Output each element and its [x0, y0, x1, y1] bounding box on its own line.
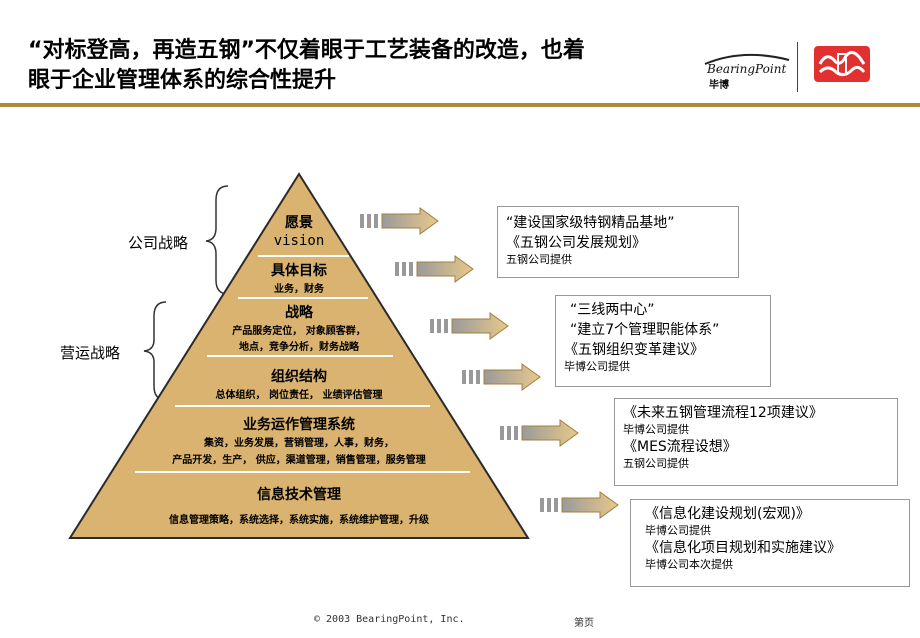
- box4-line1: 《信息化建设规划(宏观)》: [645, 506, 810, 522]
- footer-page: 第页: [574, 618, 594, 629]
- arrow-icon-6: [540, 491, 619, 519]
- box1-source: 五钢公司提供: [506, 253, 572, 266]
- pyramid-vision-title: 愿景: [285, 215, 313, 231]
- pyramid-strategy-title: 战略: [285, 305, 313, 321]
- box4-source1: 毕博公司提供: [645, 524, 711, 537]
- wugang-logo-icon: [814, 46, 870, 82]
- pyramid-strategy-sub-2: 地点，竞争分析，财务战略: [239, 342, 359, 353]
- box3-source2: 五钢公司提供: [623, 457, 689, 470]
- box1-line2: 《五钢公司发展规划》: [506, 235, 646, 251]
- pyramid-strategy-sub-1: 产品服务定位， 对象顾客群，: [232, 326, 366, 337]
- pyramid-goals-title: 具体目标: [271, 263, 327, 279]
- operations-strategy-brace: [143, 301, 167, 401]
- box2-source: 毕博公司提供: [564, 360, 630, 373]
- bearingpoint-logo: BearingPoint 毕博: [703, 52, 793, 92]
- arrow-icon-5: [500, 419, 579, 447]
- box3-line1: 《未来五钢管理流程12项建议》: [623, 405, 823, 421]
- pyramid-ops-sub-2: 产品开发，生产， 供应，渠道管理，销售管理，服务管理: [172, 455, 426, 466]
- callout-box-4: 《信息化建设规划(宏观)》 毕博公司提供 《信息化项目规划和实施建议》 毕博公司…: [630, 499, 910, 587]
- title-line-2: 眼于企业管理体系的综合性提升: [28, 68, 337, 93]
- pyramid-it-sub: 信息管理策略，系统选择，系统实施，系统维护管理，升级: [169, 515, 429, 526]
- bearingpoint-name: BearingPoint: [707, 62, 787, 76]
- logo-divider: [797, 42, 798, 92]
- box2-line2: “建立7个管理职能体系”: [570, 322, 720, 338]
- bearingpoint-cn-name: 毕博: [709, 80, 729, 91]
- arrow-icon-3: [430, 312, 509, 340]
- company-strategy-label: 公司战略: [128, 234, 189, 252]
- callout-box-1: “建设国家级特钢精品基地” 《五钢公司发展规划》 五钢公司提供: [497, 206, 739, 278]
- box3-source1: 毕博公司提供: [623, 423, 689, 436]
- arrow-icon-4: [462, 363, 541, 391]
- pyramid-ops-sub-1: 集资，业务发展，营销管理，人事，财务，: [204, 438, 394, 449]
- pyramid-org-sub: 总体组织， 岗位责任， 业绩评估管理: [215, 390, 383, 401]
- pyramid-goals-sub: 业务，财务: [274, 284, 324, 295]
- page-title: “对标登高，再造五钢”不仅着眼于工艺装备的改造，也着 眼于企业管理体系的综合性提…: [28, 36, 668, 96]
- pyramid-vision-en: vision: [273, 233, 325, 249]
- box4-line2: 《信息化项目规划和实施建议》: [645, 540, 841, 556]
- callout-box-3: 《未来五钢管理流程12项建议》 毕博公司提供 《MES流程设想》 五钢公司提供: [614, 398, 898, 486]
- box3-line2: 《MES流程设想》: [623, 439, 737, 455]
- pyramid-ops-title: 业务运作管理系统: [243, 417, 355, 433]
- bearingpoint-swoosh-icon: [704, 53, 790, 65]
- title-line-1: “对标登高，再造五钢”不仅着眼于工艺装备的改造，也着: [28, 38, 585, 63]
- arrow-icon-1: [360, 207, 439, 235]
- callout-box-2: “三线两中心” “建立7个管理职能体系” 《五钢组织变革建议》 毕博公司提供: [555, 295, 771, 387]
- box2-line3: 《五钢组织变革建议》: [564, 342, 704, 358]
- pyramid-it-title: 信息技术管理: [257, 487, 341, 503]
- box1-line1: “建设国家级特钢精品基地”: [506, 215, 675, 231]
- footer-copyright: © 2003 BearingPoint, Inc.: [314, 614, 465, 625]
- operations-strategy-label: 营运战略: [60, 344, 121, 362]
- box4-source2: 毕博公司本次提供: [645, 558, 733, 571]
- pyramid-org-title: 组织结构: [271, 369, 327, 385]
- company-strategy-brace: [205, 185, 229, 295]
- arrow-icon-2: [395, 255, 474, 283]
- box2-line1: “三线两中心”: [570, 302, 655, 318]
- header-rule: [0, 103, 920, 107]
